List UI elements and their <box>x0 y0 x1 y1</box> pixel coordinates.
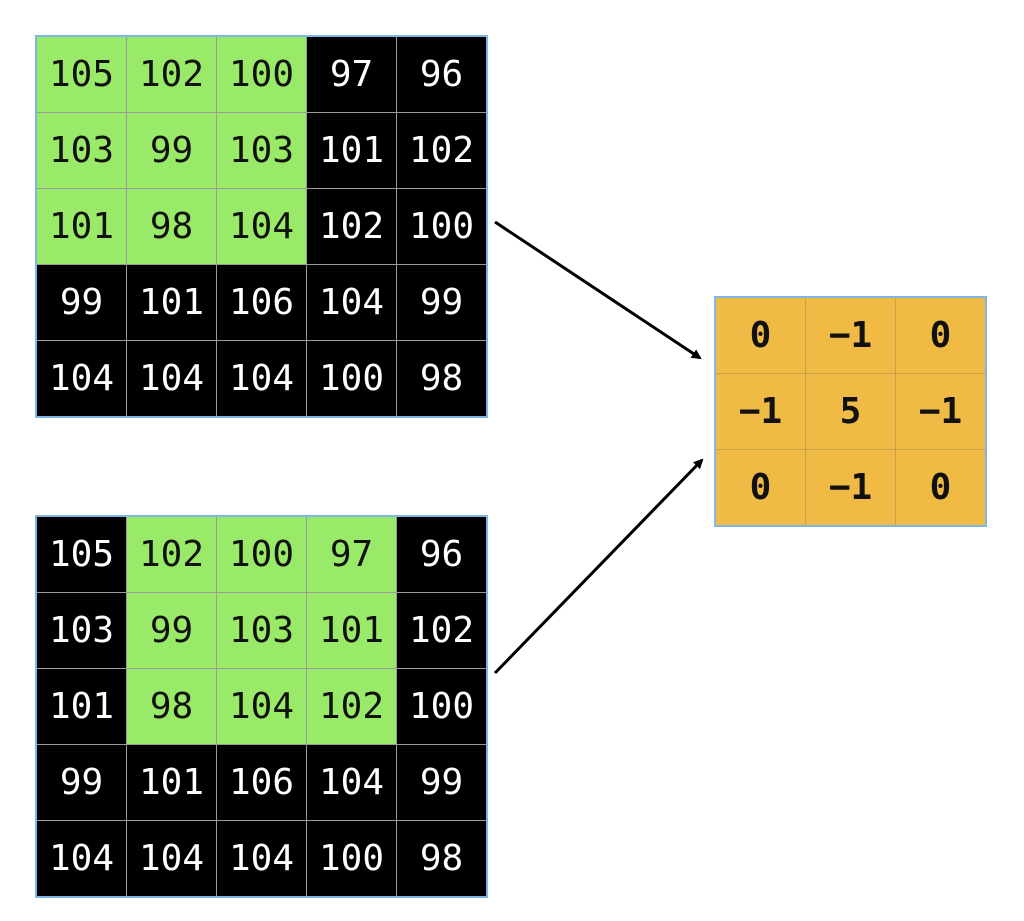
bottom-grid-cell-r3-c1: 101 <box>127 745 216 820</box>
bottom-grid-cell-r2-c4: 100 <box>397 669 486 744</box>
kernel-cell-r2-c2: 0 <box>896 450 985 525</box>
kernel-cell-r2-c1: −1 <box>806 450 895 525</box>
top-grid-cell-r2-c0-highlighted: 101 <box>37 189 126 264</box>
top-grid-cell-r2-c1-highlighted: 98 <box>127 189 216 264</box>
kernel-cell-r0-c1: −1 <box>806 298 895 373</box>
bottom-grid-cell-r1-c0: 103 <box>37 593 126 668</box>
top-grid-cell-r1-c4: 102 <box>397 113 486 188</box>
bottom-grid-cell-r1-c2-highlighted: 103 <box>217 593 306 668</box>
bottom-grid-cell-r0-c3-highlighted: 97 <box>307 517 396 592</box>
arrow-top-to-kernel <box>494 220 702 360</box>
bottom-grid-cell-r4-c3: 100 <box>307 821 396 896</box>
top-grid-cell-r0-c3: 97 <box>307 37 396 112</box>
bottom-grid-cell-r4-c1: 104 <box>127 821 216 896</box>
bottom-grid-cell-r3-c0: 99 <box>37 745 126 820</box>
top-grid-cell-r0-c2-highlighted: 100 <box>217 37 306 112</box>
top-grid-cell-r1-c3: 101 <box>307 113 396 188</box>
top-grid-cell-r1-c2-highlighted: 103 <box>217 113 306 188</box>
bottom-grid-cell-r1-c3-highlighted: 101 <box>307 593 396 668</box>
bottom-grid-cell-r1-c4: 102 <box>397 593 486 668</box>
top-grid-cell-r1-c0-highlighted: 103 <box>37 113 126 188</box>
top-grid-cell-r3-c2: 106 <box>217 265 306 340</box>
kernel-cell-r1-c0: −1 <box>716 374 805 449</box>
bottom-grid-cell-r0-c2-highlighted: 100 <box>217 517 306 592</box>
top-grid-cell-r4-c3: 100 <box>307 341 396 416</box>
bottom-grid-cell-r4-c0: 104 <box>37 821 126 896</box>
bottom-grid-cell-r4-c2: 104 <box>217 821 306 896</box>
top-grid-cell-r3-c4: 99 <box>397 265 486 340</box>
kernel-cell-r2-c0: 0 <box>716 450 805 525</box>
kernel-cell-r0-c2: 0 <box>896 298 985 373</box>
bottom-grid-cell-r3-c2: 106 <box>217 745 306 820</box>
bottom-grid-cell-r2-c2-highlighted: 104 <box>217 669 306 744</box>
top-grid-cell-r0-c1-highlighted: 102 <box>127 37 216 112</box>
top-grid-cell-r2-c3: 102 <box>307 189 396 264</box>
bottom-grid-cell-r0-c1-highlighted: 102 <box>127 517 216 592</box>
bottom-grid-cell-r2-c0: 101 <box>37 669 126 744</box>
top-grid-cell-r3-c0: 99 <box>37 265 126 340</box>
top-grid-cell-r2-c2-highlighted: 104 <box>217 189 306 264</box>
top-grid-cell-r0-c4: 96 <box>397 37 486 112</box>
top-grid-cell-r4-c0: 104 <box>37 341 126 416</box>
bottom-grid-cell-r3-c3: 104 <box>307 745 396 820</box>
top-grid-cell-r0-c0-highlighted: 105 <box>37 37 126 112</box>
bottom-grid-cell-r3-c4: 99 <box>397 745 486 820</box>
arrow-bottom-to-kernel <box>493 458 704 675</box>
kernel-cell-r1-c2: −1 <box>896 374 985 449</box>
bottom-grid-cell-r4-c4: 98 <box>397 821 486 896</box>
top-grid-cell-r4-c4: 98 <box>397 341 486 416</box>
top-grid-cell-r1-c1-highlighted: 99 <box>127 113 216 188</box>
bottom-grid-cell-r2-c1-highlighted: 98 <box>127 669 216 744</box>
bottom-grid-cell-r0-c0: 105 <box>37 517 126 592</box>
top-grid-cell-r3-c3: 104 <box>307 265 396 340</box>
top-grid-cell-r3-c1: 101 <box>127 265 216 340</box>
bottom-grid-cell-r0-c4: 96 <box>397 517 486 592</box>
top-grid-cell-r4-c2: 104 <box>217 341 306 416</box>
bottom-grid-cell-r1-c1-highlighted: 99 <box>127 593 216 668</box>
top-grid-cell-r4-c1: 104 <box>127 341 216 416</box>
top-grid-cell-r2-c4: 100 <box>397 189 486 264</box>
kernel-cell-r0-c0: 0 <box>716 298 805 373</box>
bottom-grid-cell-r2-c3-highlighted: 102 <box>307 669 396 744</box>
kernel-cell-r1-c1: 5 <box>806 374 895 449</box>
